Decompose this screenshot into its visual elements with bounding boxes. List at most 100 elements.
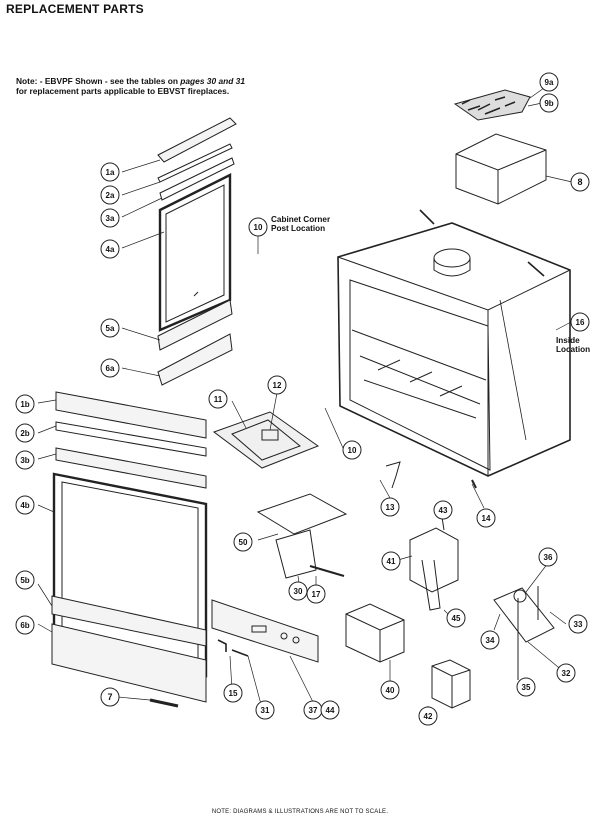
callout-layer: 9a9b81a2a3a4a105a6a161b11122b3b1013144b4… [15, 72, 590, 726]
callout-10: 10 [342, 440, 362, 460]
callout-circle [570, 312, 590, 332]
callout-number: 2a [106, 191, 115, 200]
gas-valve [345, 603, 405, 663]
callout-3a: 3a [100, 208, 120, 228]
callout-number: 30 [294, 587, 303, 596]
footer-note: NOTE: DIAGRAMS & ILLUSTRATIONS ARE NOT T… [211, 809, 389, 815]
transformer [431, 659, 471, 709]
callout-circle [233, 532, 253, 552]
callout-45: 45 [446, 608, 466, 628]
part-15-31-shapes [217, 639, 249, 657]
callout-7: 7 [100, 687, 120, 707]
callout-circle [539, 72, 559, 92]
callout-2b: 2b [15, 423, 35, 443]
callout-number: 9a [545, 78, 554, 87]
callout-circle [433, 500, 453, 520]
callout-16: 16 [570, 312, 590, 332]
callout-circle [538, 547, 558, 567]
callout-number: 1b [20, 400, 29, 409]
callout-number: 40 [386, 686, 395, 695]
note-prefix: Note: - EBVPF Shown - see the tables on [16, 76, 181, 86]
control-panel [211, 599, 319, 663]
callout-circle [208, 389, 228, 409]
callout-number: 36 [544, 553, 553, 562]
callout-33: 33 [568, 614, 588, 634]
callout-circle [306, 584, 326, 604]
callout-number: 9b [544, 99, 553, 108]
callout-1b: 1b [15, 394, 35, 414]
callout-number: 17 [312, 590, 321, 599]
callout-circle [15, 570, 35, 590]
callout-13: 13 [380, 497, 400, 517]
callout-circle [100, 318, 120, 338]
callout-1a: 1a [100, 162, 120, 182]
callout-number: 2b [20, 429, 29, 438]
callout-circle [255, 700, 275, 720]
callout-number: 42 [424, 712, 433, 721]
note-text: Note: - EBVPF Shown - see the tables on … [16, 76, 346, 96]
callout-number: 33 [574, 620, 583, 629]
callout-circle [539, 93, 559, 113]
callout-42: 42 [418, 706, 438, 726]
location-line: Location [556, 345, 591, 354]
callout-number: 16 [576, 318, 585, 327]
inside-location-label: Inside Location [556, 336, 590, 354]
baffle-plate [212, 411, 320, 469]
part-13-shape [385, 461, 401, 489]
callout-number: 6a [106, 364, 115, 373]
callout-circle [556, 663, 576, 683]
callout-10: 10 [248, 217, 268, 237]
callout-circle [15, 423, 35, 443]
callout-circle [15, 450, 35, 470]
callout-circle [476, 508, 496, 528]
callout-circle [381, 551, 401, 571]
callout-number: 41 [387, 557, 396, 566]
callout-number: 7 [107, 692, 112, 702]
pilot-assembly [493, 586, 555, 680]
callout-34: 34 [480, 630, 500, 650]
callout-40: 40 [380, 680, 400, 700]
callout-circle [267, 375, 287, 395]
callout-number: 44 [326, 706, 335, 715]
callout-circle [100, 208, 120, 228]
firebox [337, 209, 571, 477]
callout-circle [223, 683, 243, 703]
callout-8: 8 [570, 172, 590, 192]
note-suffix: for replacement parts applicable to EBVS… [16, 86, 230, 96]
callout-number: 32 [562, 669, 571, 678]
callout-number: 11 [214, 395, 223, 404]
callout-circle [15, 615, 35, 635]
callout-number: 35 [522, 683, 531, 692]
callout-2a: 2a [100, 185, 120, 205]
callout-number: 4a [106, 245, 115, 254]
callout-circle [15, 495, 35, 515]
callout-number: 10 [348, 446, 357, 455]
callout-circle [248, 217, 268, 237]
cabinet-corner-label: Cabinet Corner Post Location [271, 215, 330, 233]
callout-number: 13 [386, 503, 395, 512]
valve-assembly [409, 503, 459, 611]
callout-number: 15 [229, 689, 238, 698]
ember-pad [453, 89, 531, 121]
callout-circle [100, 687, 120, 707]
callout-5b: 5b [15, 570, 35, 590]
callout-circle [100, 185, 120, 205]
post-location-line: Post Location [271, 224, 326, 233]
callout-32: 32 [556, 663, 576, 683]
callout-number: 10 [254, 223, 263, 232]
callout-17: 17 [306, 584, 326, 604]
page-title: REPLACEMENT PARTS [6, 2, 144, 16]
callout-number: 12 [273, 381, 282, 390]
callout-31: 31 [255, 700, 275, 720]
callout-number: 3b [20, 456, 29, 465]
callout-4b: 4b [15, 495, 35, 515]
callout-4a: 4a [100, 239, 120, 259]
callout-6a: 6a [100, 358, 120, 378]
callout-number: 50 [239, 538, 248, 547]
callout-15: 15 [223, 683, 243, 703]
valve-bracket [256, 493, 348, 579]
callout-circle [516, 677, 536, 697]
callout-43: 43 [433, 500, 453, 520]
callout-37: 37 [303, 700, 323, 720]
